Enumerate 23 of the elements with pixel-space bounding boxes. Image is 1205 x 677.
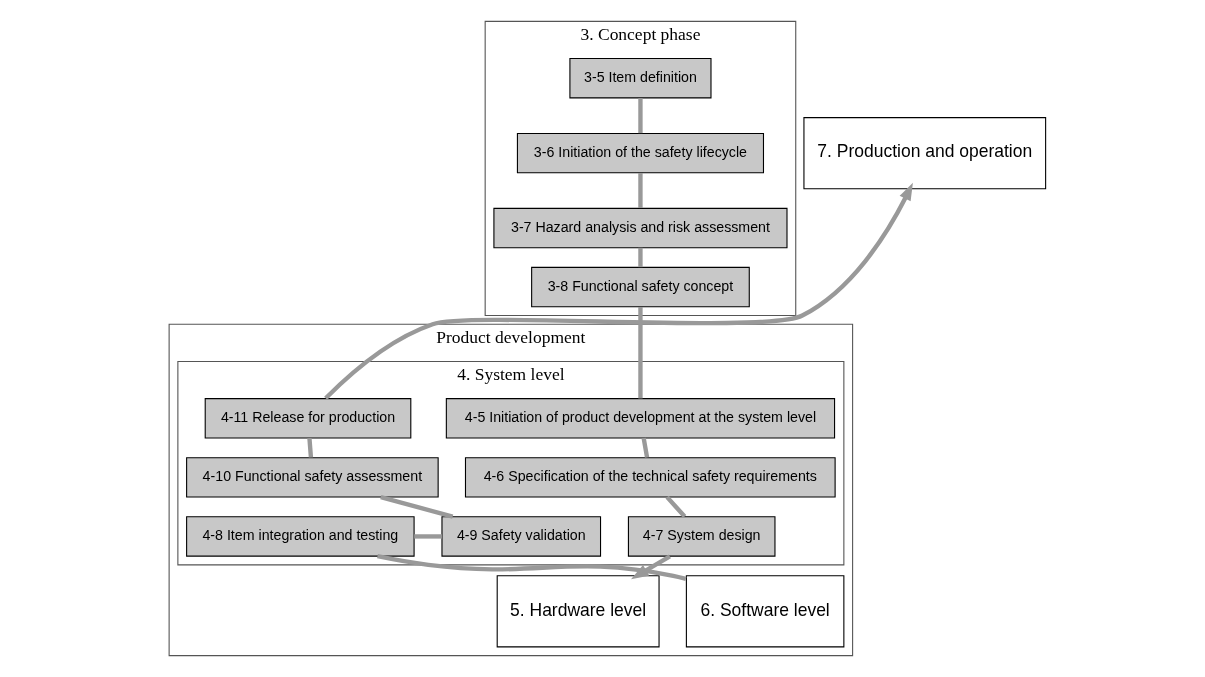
node-box: 4-8 Item integration and testing: [185, 516, 415, 557]
node-box: 4-5 Initiation of product development at the system level: [445, 398, 835, 439]
connector: [637, 247, 643, 268]
connector: [413, 534, 442, 539]
node-box: 4-10 Functional safety assessment: [185, 457, 439, 498]
node-box: 4-6 Specification of the technical safety requirements: [464, 457, 836, 498]
connector: [641, 437, 649, 458]
node-box: 3-6 Initiation of the safety lifecycle: [516, 132, 764, 174]
connector: [637, 172, 643, 209]
connector: [637, 306, 643, 399]
node-box: 6. Software level: [685, 575, 844, 648]
node-box: 5. Hardware level: [496, 575, 660, 648]
node-box: 3-8 Functional safety concept: [530, 266, 750, 308]
node-box: 7. Production and operation: [802, 117, 1046, 190]
node-box: 4-11 Release for production: [204, 398, 411, 439]
node-box: 4-9 Safety validation: [440, 516, 601, 557]
connector: [637, 98, 643, 134]
arrow: [323, 182, 913, 400]
node-box: 3-5 Item definition: [568, 58, 712, 99]
connector: [306, 437, 313, 458]
node-box: 3-7 Hazard analysis and risk assessment: [492, 207, 788, 249]
node-box: 4-7 System design: [627, 516, 775, 557]
connector: [665, 495, 686, 518]
